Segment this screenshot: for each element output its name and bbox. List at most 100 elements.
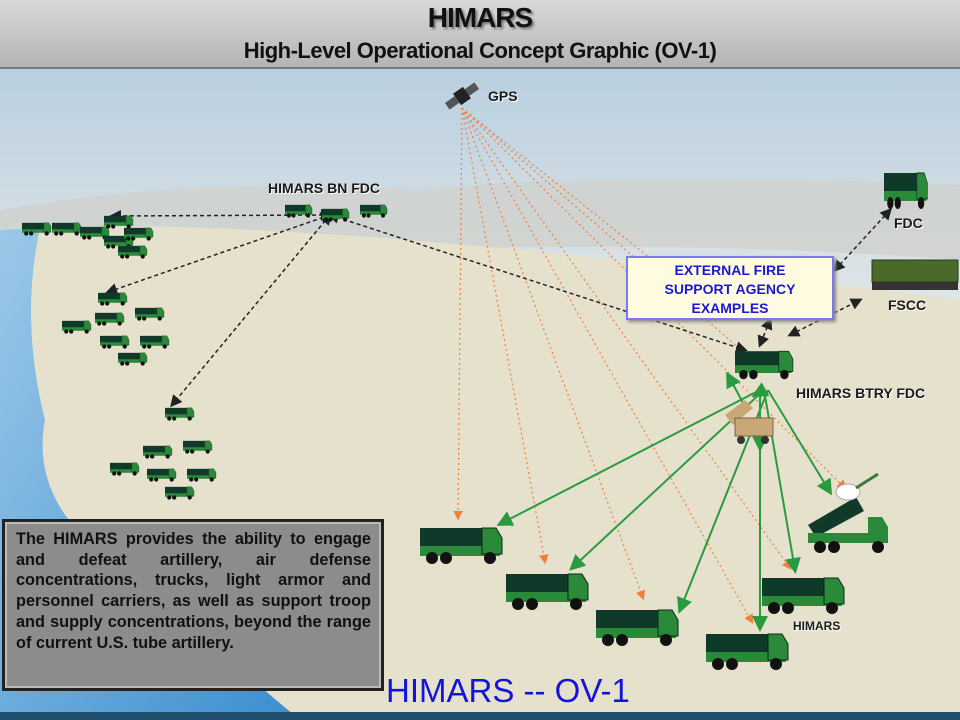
truck-body: [143, 452, 172, 456]
truck-body: [762, 596, 842, 606]
unit-vehicle: [98, 292, 128, 306]
wheel: [616, 634, 628, 646]
armored-body: [871, 259, 959, 283]
bn-fdc-vehicle: [285, 204, 313, 218]
wheel: [768, 602, 780, 614]
wheel: [120, 361, 125, 366]
wheel: [780, 369, 789, 380]
unit-vehicle: [22, 222, 52, 236]
satellite-body: [453, 86, 471, 106]
fscc-label: FSCC: [888, 297, 927, 313]
launcher-pod: [420, 528, 482, 550]
unit-vehicle: [110, 462, 140, 476]
wheel: [142, 344, 147, 349]
truck-cab: [305, 204, 313, 215]
launcher-pod: [22, 222, 44, 231]
wheel: [125, 361, 130, 366]
wheel: [97, 321, 102, 326]
launcher-pod: [104, 215, 126, 224]
wheel: [150, 454, 155, 459]
truck-cab: [342, 208, 350, 219]
launcher-pod: [165, 407, 187, 416]
bn-fdc-vehicle: [322, 208, 350, 222]
himars-launcher-truck: [506, 573, 589, 610]
wheel: [887, 197, 894, 209]
btry-fdc-vehicle: [735, 350, 794, 380]
wheel: [132, 471, 137, 476]
truck-cab: [139, 245, 148, 256]
wheel: [814, 541, 826, 553]
command-link: [170, 212, 332, 408]
launcher-pod: [706, 634, 768, 656]
truck-cab: [567, 573, 589, 601]
unit-vehicle: [52, 222, 82, 236]
gps-satellite-icon: [444, 82, 480, 110]
wheel: [162, 344, 167, 349]
command-link: [327, 212, 748, 353]
wheel: [286, 213, 291, 218]
unit-vehicle: [124, 227, 154, 241]
wheel: [205, 449, 210, 454]
launch-smoke: [835, 483, 861, 501]
wheel: [782, 602, 794, 614]
wheel: [74, 231, 79, 236]
wheel: [209, 477, 214, 482]
launcher-pod: [725, 400, 753, 425]
fire-link: [496, 389, 761, 526]
truck-cab: [168, 468, 177, 479]
truck-cab: [164, 445, 173, 456]
fire-link: [767, 389, 833, 496]
truck-cab: [868, 517, 888, 541]
truck-body: [706, 652, 786, 662]
command-link: [787, 298, 863, 337]
truck-cab: [131, 462, 140, 473]
truck-cab: [125, 215, 134, 226]
truck-body: [104, 242, 133, 246]
wheel: [107, 344, 112, 349]
truck-body: [183, 447, 212, 451]
wheel: [87, 235, 92, 240]
unit-vehicle: [187, 468, 217, 482]
wheel: [117, 471, 122, 476]
launcher-pod: [143, 445, 165, 454]
wheel: [828, 541, 840, 553]
truck-body: [360, 211, 387, 215]
wheel: [44, 231, 49, 236]
launcher-pod: [322, 208, 343, 217]
truck-body: [506, 592, 586, 602]
wheel: [761, 436, 769, 444]
himars-launcher-truck: [420, 527, 503, 564]
wheel: [187, 495, 192, 500]
truck-cab: [823, 577, 845, 605]
fdc-vehicle: [884, 172, 928, 209]
launcher-pod: [110, 462, 132, 471]
wheel: [189, 477, 194, 482]
wheel: [125, 254, 130, 259]
wheel: [749, 369, 758, 380]
gps-link: [461, 107, 646, 601]
himars-launcher-truck: [762, 577, 845, 614]
launcher-pod: [95, 312, 117, 321]
wheel: [146, 236, 151, 241]
launcher-pod: [98, 292, 120, 301]
wheel: [157, 316, 162, 321]
wheel: [726, 658, 738, 670]
wheel: [122, 344, 127, 349]
himars-firing-launcher: [808, 497, 888, 553]
wheel: [137, 316, 142, 321]
wheel: [126, 236, 131, 241]
launcher-pod: [165, 486, 187, 495]
wheel: [426, 552, 438, 564]
truck-cab: [204, 440, 213, 451]
truck-body: [420, 546, 500, 556]
btry-fdc-label: HIMARS BTRY FDC: [796, 385, 926, 401]
wheel: [172, 495, 177, 500]
launcher-pod: [183, 440, 205, 449]
truck-body: [95, 319, 124, 323]
wheel: [142, 316, 147, 321]
truck-body: [22, 229, 51, 233]
truck-cab: [156, 307, 165, 318]
wheel: [343, 217, 348, 222]
truck-body: [118, 252, 147, 256]
truck-body: [734, 417, 774, 437]
